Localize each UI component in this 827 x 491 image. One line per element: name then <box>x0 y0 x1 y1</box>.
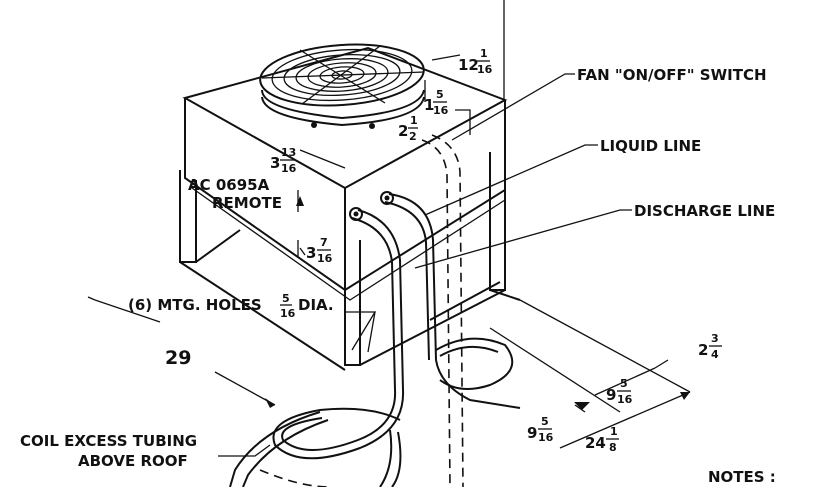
dim-2-1-2: 2 1 2 <box>398 114 418 143</box>
svg-text:5: 5 <box>436 88 444 101</box>
label-fan-switch: FAN "ON/OFF" SWITCH <box>577 66 767 84</box>
dim-24-1-8: 24 1 8 <box>585 425 619 454</box>
dimension-arrows <box>265 196 690 410</box>
dim-9-5-16-lower: 9 5 16 <box>527 415 554 444</box>
label-remote: REMOTE <box>212 194 282 212</box>
unit-bottom-edge <box>191 187 506 301</box>
svg-text:16: 16 <box>538 431 554 444</box>
dim-1-5-16: 1 5 16 <box>424 88 449 117</box>
leader-lines <box>87 0 691 457</box>
label-above-roof: ABOVE ROOF <box>78 452 188 470</box>
liquid-fitting <box>380 191 394 205</box>
svg-text:1: 1 <box>424 96 434 114</box>
tubing <box>229 193 521 488</box>
svg-text:1: 1 <box>410 114 418 127</box>
label-liquid-line: LIQUID LINE <box>600 137 701 155</box>
svg-text:9: 9 <box>527 424 537 442</box>
svg-text:8: 8 <box>609 441 617 454</box>
svg-text:12: 12 <box>458 56 479 74</box>
svg-text:9: 9 <box>606 386 616 404</box>
svg-text:2: 2 <box>398 122 408 140</box>
svg-text:5: 5 <box>620 377 628 390</box>
svg-text:3: 3 <box>270 154 280 172</box>
svg-text:7: 7 <box>320 236 328 249</box>
dim-2-3-4: 2 3 4 <box>698 332 722 361</box>
svg-text:2: 2 <box>698 341 708 359</box>
label-mtg-holes: (6) MTG. HOLES <box>128 296 262 314</box>
dim-29: 29 <box>165 347 191 369</box>
svg-text:16: 16 <box>617 393 633 406</box>
mounting-rails <box>179 150 521 371</box>
label-discharge-line: DISCHARGE LINE <box>634 202 775 220</box>
label-coil-excess: COIL EXCESS TUBING <box>20 432 197 450</box>
svg-text:16: 16 <box>433 104 449 117</box>
dim-9-5-16-right: 9 5 16 <box>606 377 633 406</box>
svg-text:2: 2 <box>409 130 417 143</box>
label-model: AC 0695A <box>188 176 270 194</box>
dim-12-1-16: 12 1 16 <box>458 47 493 76</box>
mtg-frac-den: 16 <box>280 307 296 320</box>
unit-front-right-face <box>344 100 506 291</box>
svg-text:16: 16 <box>317 252 333 265</box>
svg-text:13: 13 <box>281 146 296 159</box>
label-notes: NOTES : <box>708 468 776 486</box>
svg-text:1: 1 <box>480 47 488 60</box>
label-mtg-dia: DIA. <box>298 296 334 314</box>
svg-text:24: 24 <box>585 434 606 452</box>
svg-text:16: 16 <box>281 162 297 175</box>
svg-text:1: 1 <box>610 425 618 438</box>
svg-text:3: 3 <box>306 244 316 262</box>
svg-text:16: 16 <box>477 63 493 76</box>
svg-text:4: 4 <box>711 348 719 361</box>
mtg-frac-num: 5 <box>282 292 290 305</box>
svg-text:5: 5 <box>541 415 549 428</box>
fan-guard <box>259 43 425 129</box>
svg-text:3: 3 <box>711 332 719 345</box>
dim-3-13-16: 3 13 16 <box>270 146 297 175</box>
dim-3-7-16: 3 7 16 <box>299 236 333 265</box>
